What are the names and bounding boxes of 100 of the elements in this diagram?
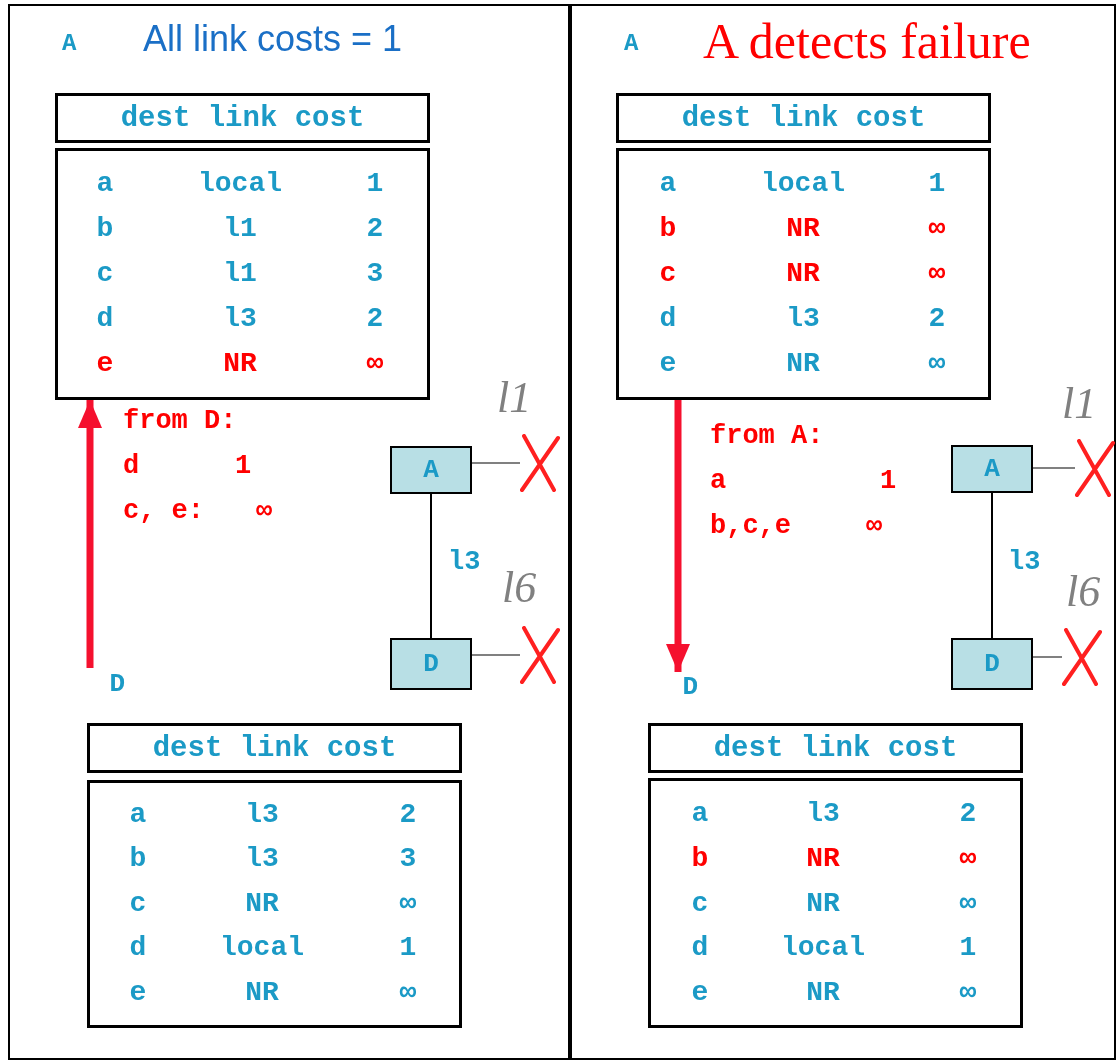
message-text: c, e: (123, 496, 204, 526)
table-header: dest link cost (616, 93, 991, 143)
message-text: b,c,e (710, 511, 791, 541)
message-text: d (123, 451, 140, 481)
table-cell: e (129, 978, 147, 1008)
table-cell: local (761, 169, 845, 199)
routing-table (616, 148, 991, 400)
cross-mark (1062, 628, 1102, 686)
table-cell: 2 (399, 800, 417, 830)
router-box: D (951, 638, 1033, 690)
panel (570, 4, 1116, 1060)
table-cell: b (129, 844, 147, 874)
table-cell: b (96, 214, 114, 244)
table-header: dest link cost (55, 93, 430, 143)
router-box: D (390, 638, 472, 690)
table-cell: NR (806, 844, 840, 874)
message-text: 1 (880, 466, 897, 496)
table-cell: NR (806, 889, 840, 919)
table-cell: b (691, 844, 709, 874)
link-line (991, 492, 993, 639)
table-cell: local (781, 933, 865, 963)
table-cell: ∞ (959, 844, 977, 874)
node-label: D (80, 668, 125, 700)
table-cell: NR (786, 259, 820, 289)
panel-title: A detects failure (703, 12, 1031, 70)
table-cell: ∞ (399, 889, 417, 919)
table-cell: 1 (928, 169, 946, 199)
table-cell: l1 (223, 259, 257, 289)
table-cell: NR (806, 978, 840, 1008)
table-cell: a (691, 799, 709, 829)
message-text: ∞ (256, 496, 273, 526)
table-cell: 1 (366, 169, 384, 199)
edge-label: l6 (502, 562, 537, 613)
table-cell: ∞ (959, 889, 977, 919)
table-cell: 2 (928, 304, 946, 334)
link-line (1032, 656, 1063, 658)
table-cell: 1 (959, 933, 977, 963)
table-cell: e (96, 349, 114, 379)
router-box: A (951, 445, 1033, 493)
table-cell: b (659, 214, 677, 244)
table-cell: 2 (366, 304, 384, 334)
message-text: from A: (710, 421, 824, 451)
table-cell: a (129, 800, 147, 830)
table-cell: 2 (366, 214, 384, 244)
message-text: 1 (235, 451, 252, 481)
table-cell: c (659, 259, 677, 289)
table-cell: ∞ (928, 259, 946, 289)
table-cell: c (691, 889, 709, 919)
table-cell: NR (245, 978, 279, 1008)
table-cell: ∞ (928, 214, 946, 244)
table-cell: d (96, 304, 114, 334)
panel-title: All link costs = 1 (143, 18, 403, 60)
routing-table (87, 780, 462, 1028)
table-cell: e (659, 349, 677, 379)
table-cell: d (659, 304, 677, 334)
table-cell: d (129, 933, 147, 963)
table-cell: local (198, 169, 282, 199)
router-box: A (390, 446, 472, 494)
message-text: a (710, 466, 727, 496)
table-cell: ∞ (928, 349, 946, 379)
cross-mark (520, 626, 560, 684)
table-cell: l1 (223, 214, 257, 244)
router-label: A (624, 30, 639, 57)
routing-table (648, 778, 1023, 1028)
link-line (430, 493, 432, 639)
link-line (471, 462, 521, 464)
routing-table (55, 148, 430, 400)
table-cell: ∞ (959, 978, 977, 1008)
message-text: from D: (123, 406, 237, 436)
message-text: ∞ (866, 511, 883, 541)
table-cell: l3 (786, 304, 820, 334)
table-cell: l3 (806, 799, 840, 829)
table-header: dest link cost (87, 723, 462, 773)
table-cell: 3 (366, 259, 384, 289)
edge-label: l6 (1066, 566, 1101, 617)
router-label: A (62, 30, 77, 57)
table-cell: l3 (245, 844, 279, 874)
table-cell: l3 (223, 304, 257, 334)
table-cell: a (659, 169, 677, 199)
link-line (1032, 467, 1076, 469)
table-cell: d (691, 933, 709, 963)
cross-mark (520, 434, 560, 492)
table-cell: 1 (399, 933, 417, 963)
table-cell: l3 (245, 800, 279, 830)
edge-label: l1 (497, 372, 532, 423)
table-cell: ∞ (366, 349, 384, 379)
table-cell: c (129, 889, 147, 919)
edge-label: l1 (1062, 378, 1097, 429)
table-cell: NR (223, 349, 257, 379)
link-line (471, 654, 521, 656)
table-cell: NR (786, 349, 820, 379)
table-cell: e (691, 978, 709, 1008)
table-header: dest link cost (648, 723, 1023, 773)
table-cell: NR (786, 214, 820, 244)
table-cell: ∞ (399, 978, 417, 1008)
table-cell: 3 (399, 844, 417, 874)
table-cell: c (96, 259, 114, 289)
table-cell: 2 (959, 799, 977, 829)
table-cell: a (96, 169, 114, 199)
table-cell: NR (245, 889, 279, 919)
